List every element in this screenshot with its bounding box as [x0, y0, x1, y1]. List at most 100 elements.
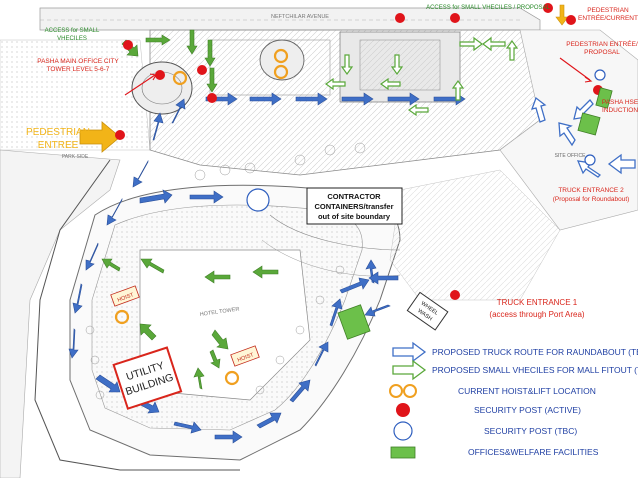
legend-green-rect-icon: [390, 446, 416, 459]
contractor-line1: CONTRACTOR: [327, 192, 381, 201]
truck-entrance-2-label: TRUCK ENTRANCE 2 (Proposal for Roundabou…: [553, 187, 630, 203]
legend-blue-arrow-icon: [392, 341, 427, 363]
small-vehicle-arrow: [193, 367, 205, 390]
truck-route-arrow: [368, 271, 399, 285]
security-post-tbc: [594, 69, 606, 81]
hoist-locations: [114, 48, 289, 386]
access-small-vehicles-label: ACCESS for SMALL VHECILES: [45, 28, 100, 42]
truck-route-arrow: [329, 298, 343, 327]
utility-building: UTILITY BUILDING: [112, 346, 183, 410]
truck-route-arrow: [173, 421, 202, 434]
truck-route-arrow: [249, 92, 282, 106]
security-post-tbc: [246, 188, 270, 212]
truck-route-arrow: [214, 430, 243, 444]
proposed-small-vehicle-arrows: [324, 36, 519, 117]
legend-red-dot-icon: [396, 403, 410, 417]
small-vehicle-arrow: [139, 323, 157, 341]
pedestrian-entree: PEDESTRIAN ENTREE: [26, 127, 90, 151]
truck-route-arrow: [341, 92, 374, 106]
legend-item-truck-route: PROPOSED TRUCK ROUTE FOR RAUNDABOUT (TBC…: [432, 347, 638, 357]
security-post-active: [197, 65, 207, 75]
small-vehicle-arrow-outline: [379, 77, 401, 91]
small-vehicle-arrow-outline: [324, 77, 346, 91]
security-posts-tbc: [246, 69, 606, 212]
office-block: [337, 304, 371, 340]
pedestrian-current-label: PEDESTRIAN ENTRÉE/CURRENT: [578, 7, 638, 22]
truck-route-arrow: [256, 412, 282, 429]
small-vehicle-arrow: [145, 34, 171, 46]
truck-route-arrow: [339, 277, 370, 294]
truck-route-arrow: [295, 92, 328, 106]
truck-route-arrow: [289, 379, 311, 403]
truck-route-arrow: [72, 283, 83, 314]
small-vehicle-arrow: [101, 258, 121, 272]
truck-route-arrow: [95, 374, 121, 393]
small-vehicle-arrow-outline: [340, 54, 354, 76]
small-vehicle-arrow-outline: [451, 79, 465, 101]
pasha-office-line1: PASHA MAIN OFFICE CITY: [37, 58, 119, 65]
hoist-icon: [273, 64, 289, 80]
office-facilities: [337, 87, 613, 340]
small-vehicle-arrow: [211, 329, 229, 350]
truck-route-arrow: [132, 159, 149, 188]
contractor-line3: out of site boundary: [318, 212, 391, 221]
te2-line2: (Proposal for Roundabout): [553, 196, 630, 203]
small-vehicle-arrow: [186, 29, 198, 55]
truck-route-arrow-outline: [558, 122, 576, 147]
hse-line1: PASHA HSE: [602, 99, 638, 106]
security-post-active: [155, 70, 165, 80]
truck-route-arrow-outline: [530, 96, 547, 123]
ped-current-line1: PEDESTRIAN: [587, 7, 629, 14]
security-post-active: [543, 3, 553, 13]
park-side-label: PARK SIDE: [62, 154, 89, 160]
site-office-label: SITE OFFICE: [555, 153, 587, 159]
truck-route-arrow-outline: [573, 99, 594, 120]
security-posts-active: [115, 3, 603, 300]
legend-item-offices: OFFICES&WELFARE FACILITIES: [468, 447, 599, 457]
truck-route-arrows: [68, 92, 466, 444]
small-vehicle-arrow-outline: [407, 103, 429, 117]
contractor-containers: CONTRACTOR CONTAINERS/transfer out of si…: [306, 187, 403, 225]
security-post-active: [395, 13, 405, 23]
te2-line1: TRUCK ENTRANCE 2: [558, 187, 624, 194]
security-post-active: [207, 93, 217, 103]
office-block: [595, 87, 613, 109]
te1-line1: TRUCK ENTRANCE 1: [497, 298, 578, 307]
small-vehicle-arrow: [140, 258, 165, 274]
legend-item-hoist: CURRENT HOIST&LIFT LOCATION: [458, 386, 596, 396]
hoist-label-text: HOIST: [117, 292, 135, 304]
truck-route-arrow: [139, 189, 173, 204]
hoist-label-left: HOIST: [110, 285, 140, 307]
truck-route-arrow-outline: [576, 160, 602, 178]
hoist-label-right: HOIST: [230, 345, 260, 367]
pasha-office-line2: TOWER LEVEL 5-6-7: [47, 66, 110, 73]
small-vehicle-arrow: [252, 265, 279, 279]
pedestrian-entree-arrow: [79, 121, 121, 153]
legend-green-arrow-icon: [392, 359, 427, 381]
truck-route-arrow: [85, 242, 99, 271]
small-vehicle-arrow-outline: [459, 36, 483, 52]
pedestrian-entree-line2: ENTREE: [38, 140, 79, 151]
legend-item-small-vehicle-route: PROPOSED SMALL VHECILES FOR MALL FITOUT …: [432, 365, 638, 375]
small-vehicle-arrow-outline: [482, 36, 506, 52]
hoist-icon: [273, 48, 289, 64]
pasha-hse-induction-label: PASHA HSE INDUCTION: [602, 99, 638, 114]
office-block: [577, 112, 601, 136]
ped-proposal-line2: PROPOSAL: [584, 49, 620, 56]
legend-hoist-icon: [389, 384, 417, 398]
pedestrian-proposal-label: PEDESTRIAN ENTRÉE/ PROPOSAL: [566, 39, 638, 56]
legend-blue-circle-icon: [393, 421, 413, 441]
small-vehicle-arrow: [206, 67, 218, 93]
pasha-main-office-label: PASHA MAIN OFFICE CITY TOWER LEVEL 5-6-7: [37, 58, 119, 73]
hotel-tower-label: HOTEL TOWER: [199, 306, 239, 318]
truck-entrance-1-label: TRUCK ENTRANCE 1 (access through Port Ar…: [489, 298, 584, 319]
te1-line2: (access through Port Area): [489, 310, 584, 319]
truck-route-arrow-outline: [607, 153, 636, 175]
small-vehicle-arrow: [204, 270, 231, 284]
security-post-active: [115, 130, 125, 140]
pedestrian-current-arrow: [555, 4, 569, 26]
street-name-top: NEFTCHILAR AVENUE: [271, 14, 329, 20]
truck-route-arrow: [189, 190, 224, 204]
